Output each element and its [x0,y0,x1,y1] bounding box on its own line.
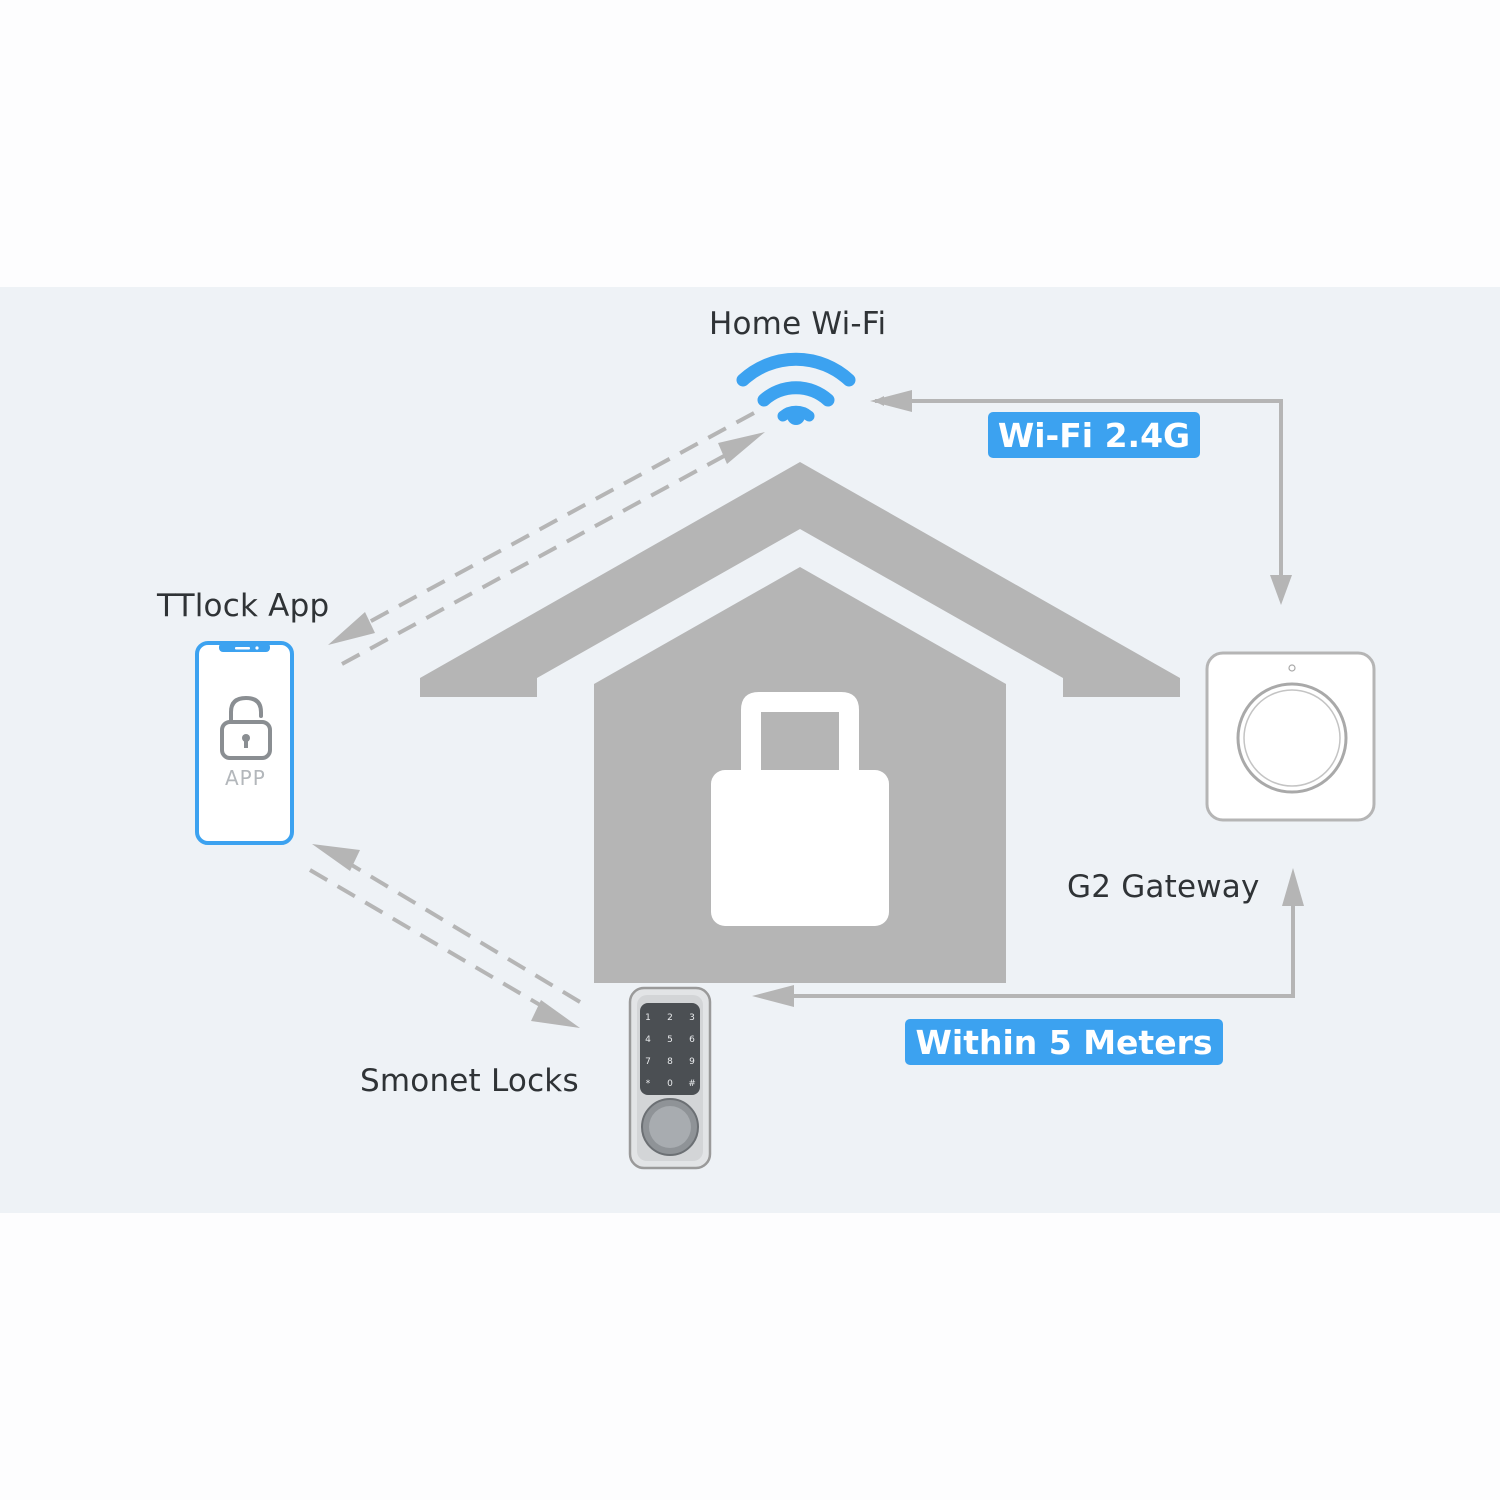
keypad-key: 6 [689,1035,695,1045]
smart-lock-icon: 1 2 3 4 5 6 7 8 9 * 0 # [628,986,712,1170]
keypad-key: # [688,1079,696,1089]
connector-lines [308,390,1304,1028]
app-label: TTlock App [157,588,330,624]
keypad-key: 4 [645,1035,651,1045]
keypad-key: 9 [689,1057,695,1067]
lock-arrowhead [752,985,794,1007]
proximity-badge: Within 5 Meters [905,1019,1223,1065]
wifi-icon [736,352,856,425]
keypad-key: 0 [667,1079,673,1089]
keypad-key: 5 [667,1035,673,1045]
unlock-icon [220,695,272,760]
lock-gateway-line [770,878,1295,998]
keypad-key: 2 [667,1013,673,1023]
keypad-key: 7 [645,1057,651,1067]
app-wifi-dash-2 [341,448,736,666]
gateway-icon [1205,651,1376,822]
app-lock-dash-1 [338,856,582,1004]
phone-screen-text: APP [225,766,266,790]
keypad-key: 8 [667,1057,673,1067]
app-wifi-dash-1 [359,411,755,629]
gateway-up-arrowhead [1282,868,1304,906]
gateway-label: G2 Gateway [1067,869,1260,905]
padlock-icon [711,692,889,926]
lock-label: Smonet Locks [360,1063,579,1099]
keypad-key: 3 [689,1013,695,1023]
wifi-band-badge: Wi-Fi 2.4G [988,412,1200,458]
app-lock-dash-2 [308,868,554,1014]
wifi-label: Home Wi-Fi [709,306,887,342]
wifi-arrowhead [870,390,912,412]
keypad: 1 2 3 4 5 6 7 8 9 * 0 # [645,1013,696,1089]
gateway-wifi-line [874,396,1283,600]
keypad-key: 1 [645,1013,651,1023]
keypad-key: * [646,1079,651,1089]
gateway-wifi-arrow [1270,575,1292,605]
